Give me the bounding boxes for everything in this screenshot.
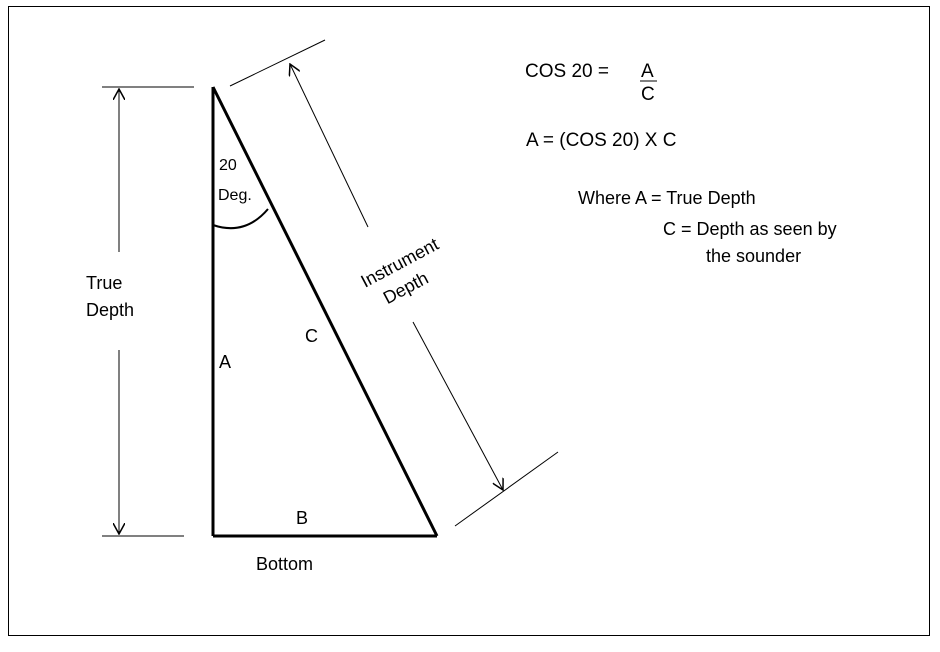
cos-equation-denominator: C	[641, 84, 655, 105]
side-a-label: A	[219, 352, 231, 372]
where-a-definition: Where A = True Depth	[578, 188, 756, 208]
true-depth-dimension	[102, 86, 194, 537]
true-depth-label-line1: True	[86, 273, 122, 293]
instrument-depth-label: Instrument Depth	[357, 234, 441, 308]
where-c-continuation: the sounder	[706, 246, 801, 266]
angle-unit-label: Deg.	[218, 187, 252, 204]
a-formula: A = (COS 20) X C	[526, 130, 676, 151]
true-depth-label-line2: Depth	[86, 300, 134, 320]
instrument-depth-dimension	[229, 39, 559, 527]
cos-equation-numerator: A	[641, 61, 654, 82]
angle-value-label: 20	[219, 157, 237, 174]
side-b-label: B	[296, 508, 308, 528]
instrument-depth-arrow-up	[290, 64, 369, 228]
angle-arc	[212, 208, 269, 230]
side-c-label: C	[305, 326, 318, 346]
diagram-frame	[8, 6, 930, 636]
side-c-line	[211, 86, 439, 537]
cos-equation-lhs: COS 20 =	[525, 61, 609, 82]
instrument-depth-arrow-down	[412, 321, 503, 490]
instrument-depth-top-tick	[229, 39, 326, 87]
bottom-label: Bottom	[256, 554, 313, 574]
instrument-depth-bottom-tick	[454, 451, 559, 527]
equations: COS 20 = A C A = (COS 20) X C Where A = …	[525, 61, 837, 266]
where-c-definition: C = Depth as seen by	[663, 219, 837, 239]
triangle	[211, 86, 439, 538]
